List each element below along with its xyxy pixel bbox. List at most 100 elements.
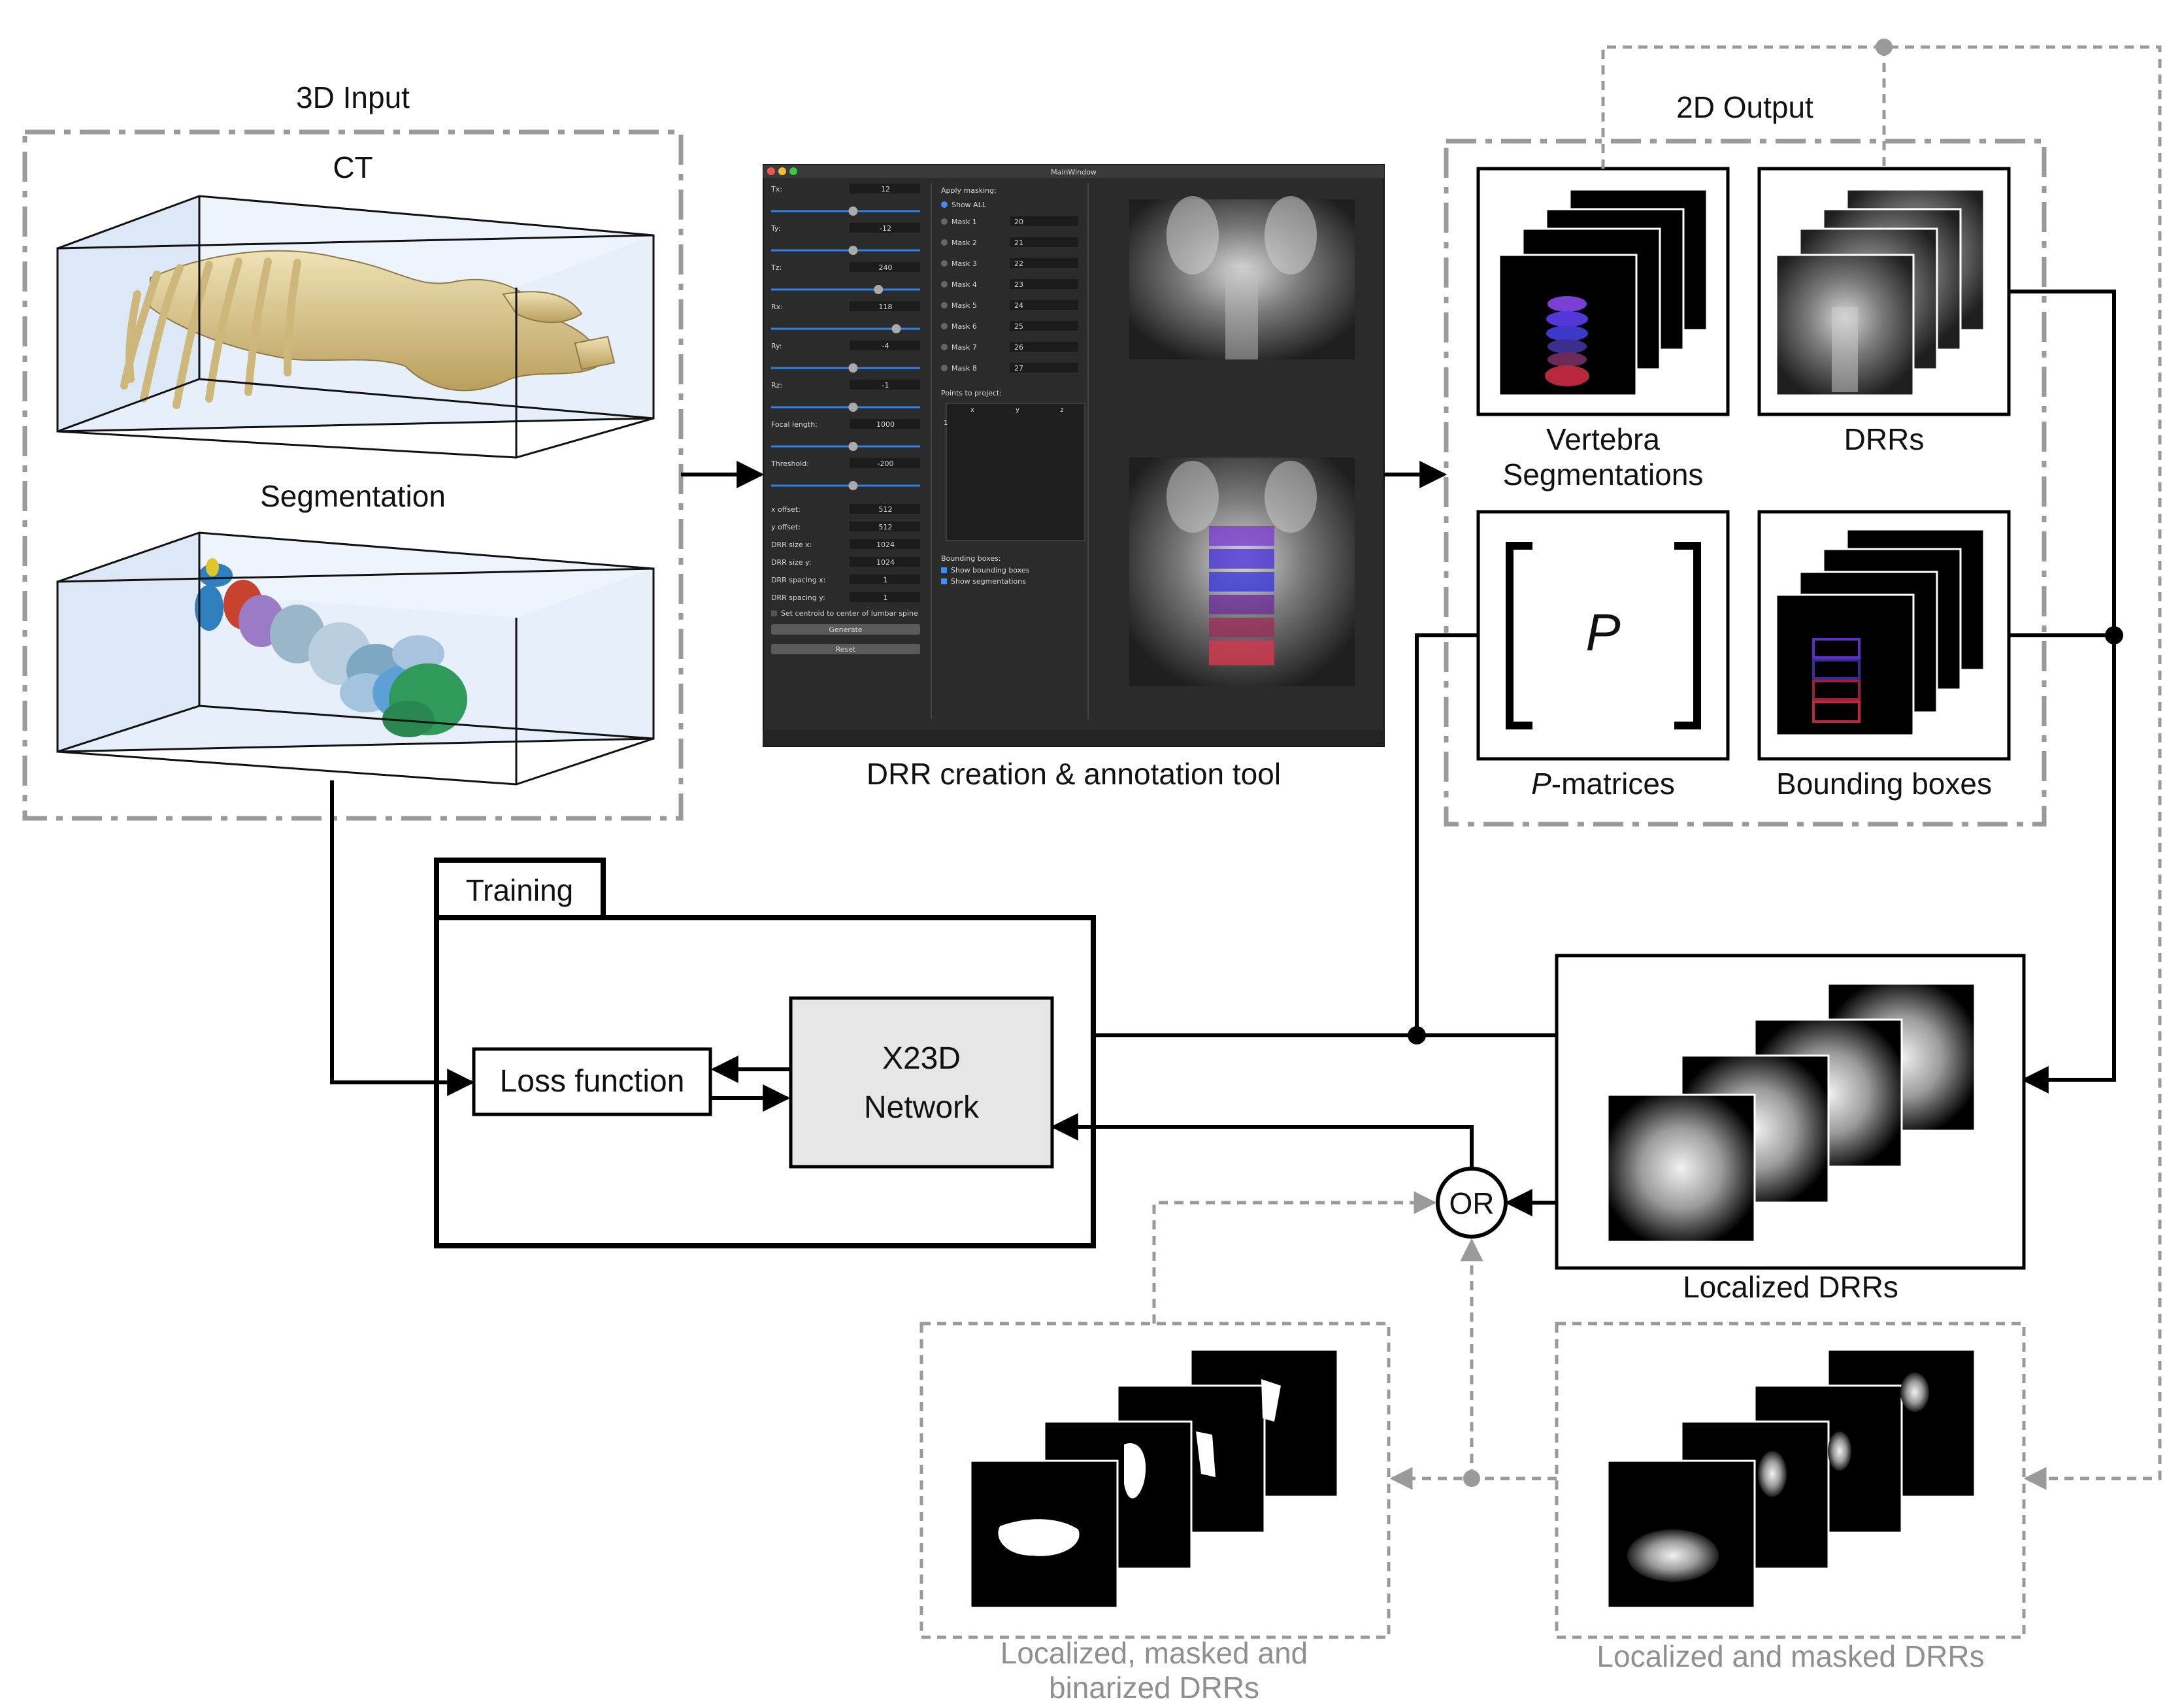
bounding-boxes-label: Bounding boxes <box>1776 767 1992 801</box>
mask-input[interactable] <box>1010 342 1078 352</box>
param-input[interactable] <box>850 419 920 429</box>
mask-radio[interactable] <box>941 302 948 309</box>
mask-radio[interactable] <box>941 344 948 350</box>
points-table[interactable] <box>946 403 1085 541</box>
slider-handle[interactable] <box>848 363 858 373</box>
field-input[interactable] <box>850 522 920 531</box>
mask-value: 22 <box>1014 259 1023 268</box>
param-input[interactable] <box>850 341 920 350</box>
param-label: Threshold: <box>770 459 809 468</box>
param-label: Rx: <box>771 303 783 311</box>
slider-handle[interactable] <box>891 324 901 333</box>
param-label: Rz: <box>771 381 782 390</box>
show-bboxes-checkbox[interactable] <box>941 567 947 573</box>
window-close-icon[interactable] <box>767 167 775 175</box>
generate-button[interactable] <box>771 624 920 635</box>
vertebra-seg-stack <box>1498 188 1708 397</box>
window-maximize-icon[interactable] <box>789 167 797 175</box>
param-input[interactable] <box>850 184 920 193</box>
param-input[interactable] <box>850 301 920 311</box>
vertebra-seg-label-1: Vertebra <box>1546 422 1660 456</box>
window-minimize-icon[interactable] <box>778 167 786 175</box>
mask-label: Mask 6 <box>951 322 977 331</box>
slider-handle[interactable] <box>848 442 858 451</box>
show-segs-checkbox[interactable] <box>941 578 947 584</box>
grey-junction-top <box>1876 39 1893 56</box>
field-input[interactable] <box>850 504 920 514</box>
masking-title: Apply masking: <box>941 186 997 195</box>
grey-junction-bottom <box>1463 1470 1480 1487</box>
mask-radio[interactable] <box>941 365 948 371</box>
centroid-checkbox[interactable] <box>771 610 777 616</box>
mask-radio[interactable] <box>941 260 948 267</box>
bbox-junction <box>2105 626 2123 644</box>
param-value: -4 <box>882 342 889 350</box>
training-tab[interactable] <box>434 858 606 920</box>
mask-input[interactable] <box>1010 321 1078 331</box>
mask-label: Mask 5 <box>951 301 977 310</box>
localized-drrs-stack <box>1606 982 1976 1243</box>
grey-loop-top <box>1601 45 2162 1490</box>
param-input[interactable] <box>850 262 920 272</box>
field-input[interactable] <box>850 592 920 602</box>
param-value: -12 <box>880 224 891 233</box>
network-label-1: X23D <box>882 1041 961 1076</box>
mask-radio[interactable] <box>941 239 948 246</box>
slider-handle[interactable] <box>848 481 858 490</box>
mask-radio[interactable] <box>941 281 948 288</box>
drr-preview-top <box>1129 196 1355 359</box>
mask-label: Mask 3 <box>951 259 977 268</box>
drr-tool-window: MainWindow Tx:12Ty:-12Tz:240Rx:118Ry:-4R… <box>763 164 1385 747</box>
ct-label: CT <box>333 150 372 184</box>
mask-value: 24 <box>1014 301 1023 310</box>
field-value: 1024 <box>876 541 895 549</box>
field-input[interactable] <box>850 539 920 549</box>
param-value: 118 <box>879 303 893 311</box>
mask-input[interactable] <box>1010 300 1078 310</box>
param-label: Ry: <box>771 342 782 350</box>
loss-function-box <box>472 1047 712 1116</box>
p-symbol: P <box>1585 603 1620 661</box>
output-title: 2D Output <box>1676 90 1813 124</box>
slider-handle[interactable] <box>848 403 858 412</box>
show-bboxes-label: Show bounding boxes <box>951 566 1030 575</box>
mask-input[interactable] <box>1010 237 1078 247</box>
p-to-network <box>1415 633 1478 1035</box>
field-value: 1 <box>884 576 888 584</box>
points-title: Points to project: <box>941 389 1002 397</box>
param-value: 1000 <box>876 420 895 429</box>
field-value: 1 <box>884 593 888 602</box>
reset-button[interactable] <box>771 644 920 654</box>
field-label: DRR spacing x: <box>771 576 825 584</box>
slider-handle[interactable] <box>848 246 858 255</box>
mask-radio[interactable] <box>941 323 948 329</box>
left-bracket <box>1506 542 1532 729</box>
points-col-y: y <box>1016 407 1019 414</box>
field-input[interactable] <box>850 557 920 567</box>
bbox-title: Bounding boxes: <box>941 554 1001 563</box>
segmentation-label: Segmentation <box>260 479 446 513</box>
slider-handle[interactable] <box>874 285 884 294</box>
mask-input[interactable] <box>1010 216 1078 226</box>
training-tab-label: Training <box>466 873 573 907</box>
param-input[interactable] <box>850 458 920 468</box>
points-col-z: z <box>1060 407 1063 414</box>
mask-label: Mask 7 <box>951 343 977 352</box>
show-all-radio[interactable] <box>941 201 948 208</box>
slider-handle[interactable] <box>848 207 858 216</box>
mask-radio[interactable] <box>941 218 948 225</box>
param-label: Focal length: <box>771 420 818 429</box>
field-label: y offset: <box>771 523 801 531</box>
mask-input[interactable] <box>1010 258 1078 268</box>
mask-input[interactable] <box>1010 279 1078 289</box>
masked-binarized-stack <box>969 1348 1339 1609</box>
param-input[interactable] <box>850 223 920 233</box>
masked-drrs-stack <box>1606 1348 1976 1609</box>
param-input[interactable] <box>850 380 920 390</box>
field-input[interactable] <box>850 575 920 584</box>
mask-input[interactable] <box>1010 363 1078 373</box>
mask-label: Mask 4 <box>951 280 977 289</box>
or-to-network <box>1050 1113 1474 1167</box>
